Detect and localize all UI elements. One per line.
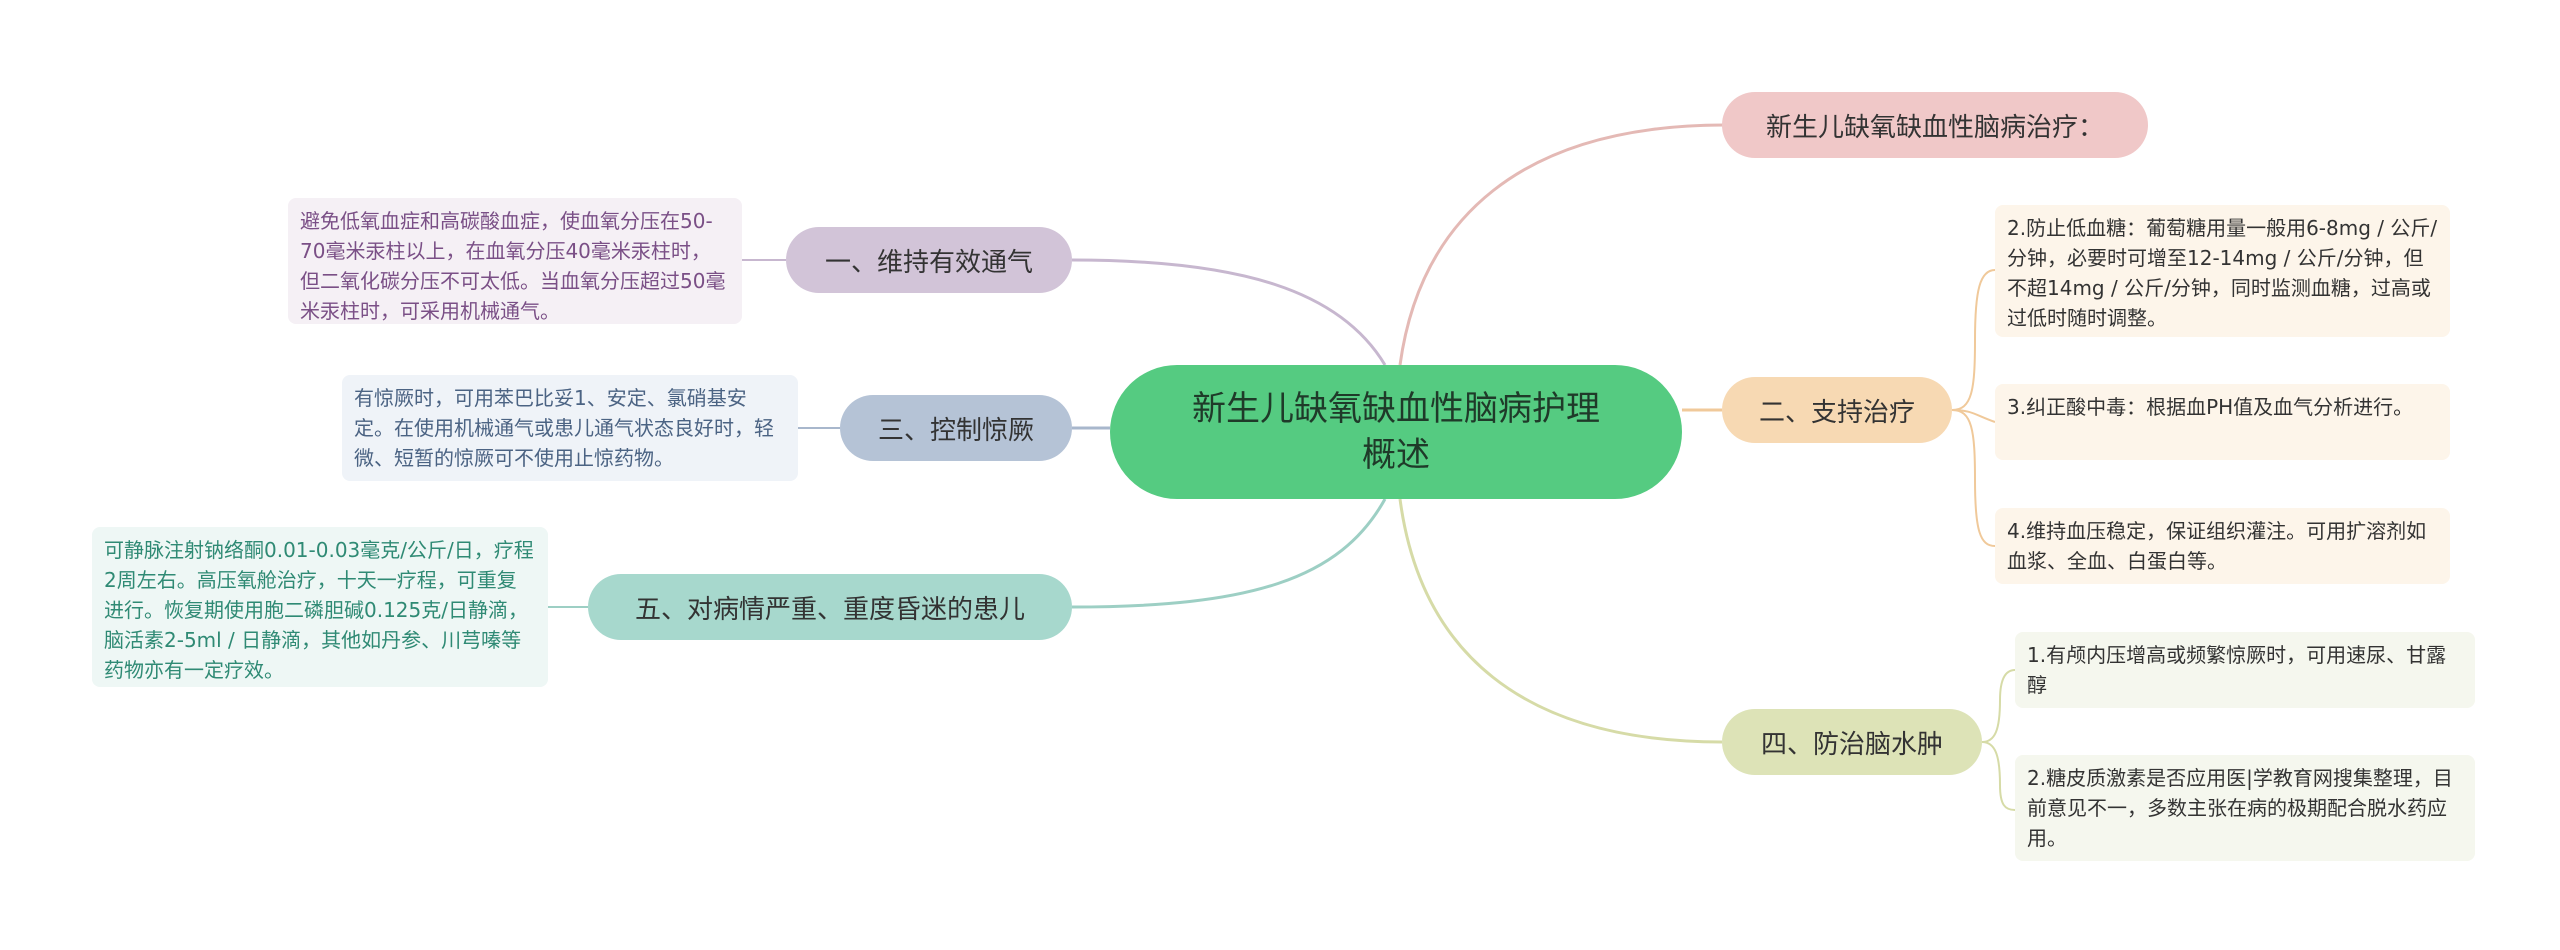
root-topic[interactable]: 新生儿缺氧缺血性脑病护理概述	[1110, 365, 1682, 499]
leaf-text: 2.防止低血糖：葡萄糖用量一般用6-8mg / 公斤/分钟，必要时可增至12-1…	[2007, 216, 2438, 330]
branch-supportive-treatment[interactable]: 二、支持治疗	[1722, 377, 1952, 443]
leaf-glucocorticoids[interactable]: 2.糖皮质激素是否应用医|学教育网搜集整理，目前意见不一，多数主张在病的极期配合…	[2015, 755, 2475, 861]
link-root-severe	[1071, 498, 1387, 609]
leaf-intracranial-pressure[interactable]: 1.有颅内压增高或频繁惊厥时，可用速尿、甘露醇	[2015, 632, 2475, 708]
leaf-correct-acidosis[interactable]: 3.纠正酸中毒：根据血PH值及血气分析进行。	[1995, 384, 2450, 460]
link-support-3	[1951, 409, 1996, 547]
leaf-text: 3.纠正酸中毒：根据血PH值及血气分析进行。	[2007, 395, 2414, 419]
link-support-1	[1951, 269, 1996, 411]
branch-label: 三、控制惊厥	[877, 415, 1034, 446]
branch-label: 五、对病情严重、重度昏迷的患儿	[634, 594, 1025, 625]
branch-label: 新生儿缺氧缺血性脑病治疗：	[1765, 112, 2104, 143]
leaf-text: 1.有颅内压增高或频繁惊厥时，可用速尿、甘露醇	[2027, 643, 2447, 697]
leaf-ventilation-detail[interactable]: 避免低氧血症和高碳酸血症，使血氧分压在50-70毫米汞柱以上，在血氧分压40毫米…	[288, 198, 742, 324]
root-topic-title: 新生儿缺氧缺血性脑病护理概述	[1192, 389, 1600, 475]
branch-treatment-title[interactable]: 新生儿缺氧缺血性脑病治疗：	[1722, 92, 2148, 158]
leaf-maintain-blood-pressure[interactable]: 4.维持血压稳定，保证组织灌注。可用扩溶剂如血浆、全血、白蛋白等。	[1995, 508, 2450, 584]
branch-label: 四、防治脑水肿	[1760, 729, 1943, 760]
leaf-severe-detail[interactable]: 可静脉注射钠络酮0.01-0.03毫克/公斤/日，疗程2周左右。高压氧舱治疗，十…	[92, 527, 548, 687]
link-root-vent	[1071, 258, 1387, 366]
branch-label: 一、维持有效通气	[824, 247, 1033, 278]
leaf-text: 可静脉注射钠络酮0.01-0.03毫克/公斤/日，疗程2周左右。高压氧舱治疗，十…	[104, 538, 534, 682]
leaf-text: 2.糖皮质激素是否应用医|学教育网搜集整理，目前意见不一，多数主张在病的极期配合…	[2027, 766, 2453, 850]
branch-label: 二、支持治疗	[1758, 397, 1915, 428]
leaf-text: 避免低氧血症和高碳酸血症，使血氧分压在50-70毫米汞柱以上，在血氧分压40毫米…	[300, 209, 726, 323]
branch-severe-coma-patients[interactable]: 五、对病情严重、重度昏迷的患儿	[588, 574, 1072, 640]
branch-control-seizures[interactable]: 三、控制惊厥	[840, 395, 1072, 461]
leaf-seizure-detail[interactable]: 有惊厥时，可用苯巴比妥1、安定、氯硝基安定。在使用机械通气或患儿通气状态良好时，…	[342, 375, 798, 481]
leaf-text: 4.维持血压稳定，保证组织灌注。可用扩溶剂如血浆、全血、白蛋白等。	[2007, 519, 2427, 573]
link-root-edema	[1398, 498, 1723, 744]
branch-maintain-ventilation[interactable]: 一、维持有效通气	[786, 227, 1072, 293]
link-edema-2	[1981, 741, 2016, 811]
branch-prevent-cerebral-edema[interactable]: 四、防治脑水肿	[1722, 709, 1982, 775]
link-root-top	[1398, 123, 1726, 366]
leaf-prevent-hypoglycemia[interactable]: 2.防止低血糖：葡萄糖用量一般用6-8mg / 公斤/分钟，必要时可增至12-1…	[1995, 205, 2450, 337]
leaf-text: 有惊厥时，可用苯巴比妥1、安定、氯硝基安定。在使用机械通气或患儿通气状态良好时，…	[354, 386, 774, 470]
link-edema-1	[1981, 669, 2016, 743]
